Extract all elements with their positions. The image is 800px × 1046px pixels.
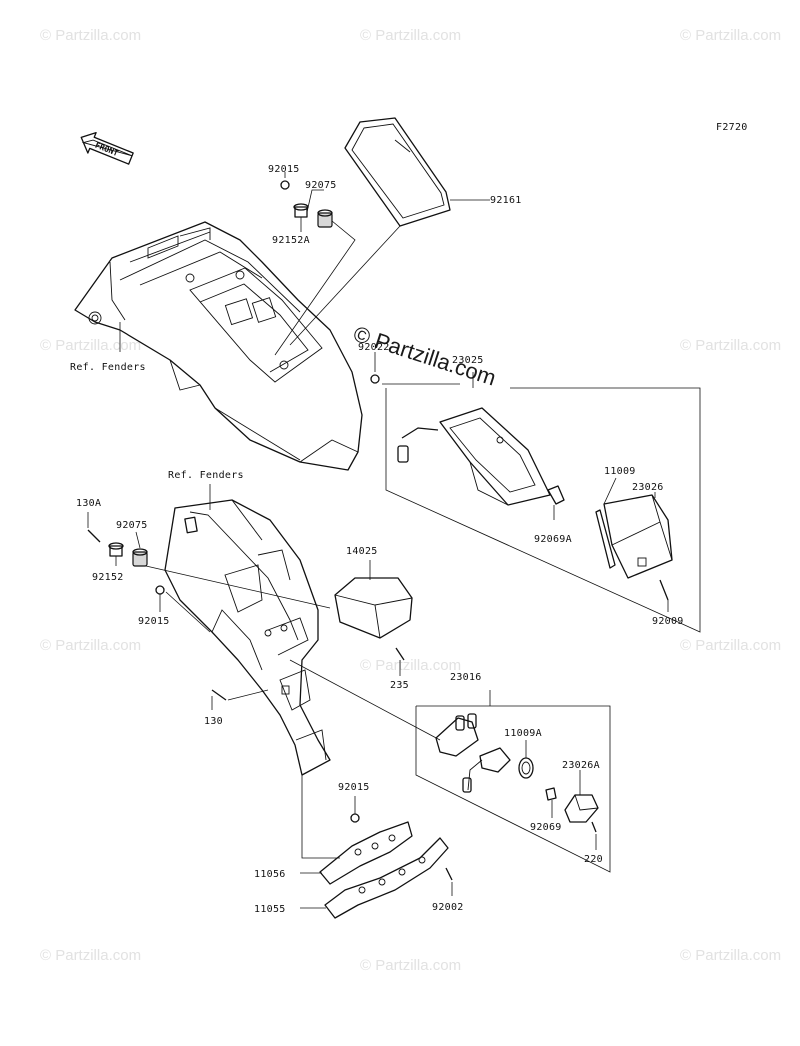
part-92015-nut-lower — [155, 585, 165, 595]
part-label: 11055 — [254, 904, 286, 915]
part-92075-grommet — [317, 209, 333, 228]
rear-fender-lower — [164, 499, 331, 776]
part-92075-grommet-lower — [132, 548, 148, 567]
part-label: 23025 — [452, 355, 484, 366]
part-label: 92015 — [138, 616, 170, 627]
part-label: 11009 — [604, 466, 636, 477]
part-label: 23026 — [632, 482, 664, 493]
part-label: 11056 — [254, 869, 286, 880]
part-92015-nut-bottom — [350, 813, 360, 823]
part-11056-bracket — [319, 821, 413, 885]
part-92022-washer — [370, 374, 380, 384]
watermark-group: © Partzilla.com © Partzilla.com © Partzi… — [40, 27, 781, 974]
part-235-screw — [395, 647, 405, 661]
watermark: © Partzilla.com — [680, 27, 781, 44]
part-label: 92075 — [305, 180, 337, 191]
watermark: © Partzilla.com — [360, 657, 461, 674]
part-label: 11009A — [504, 728, 542, 739]
part-11009-gasket — [595, 509, 616, 569]
watermark: © Partzilla.com — [360, 27, 461, 44]
leader-lines-top — [119, 172, 490, 385]
license-bracket — [300, 775, 453, 919]
part-14025-cover — [334, 577, 413, 639]
part-label: 92161 — [490, 195, 522, 206]
part-label: 130A — [76, 498, 101, 509]
watermark: © Partzilla.com — [360, 957, 461, 974]
part-92015-nut — [280, 180, 290, 190]
part-label: 23016 — [450, 672, 482, 683]
part-label: 92069 — [530, 822, 562, 833]
part-92009-screw — [659, 579, 669, 601]
front-arrow-icon: FRONT — [80, 131, 134, 165]
license-light-box — [415, 690, 611, 873]
part-label: 235 — [390, 680, 409, 691]
part-label: Ref. Fenders — [168, 470, 244, 481]
taillight-assembly-box — [385, 372, 701, 633]
watermark: © Partzilla.com — [680, 337, 781, 354]
watermark: © Partzilla.com — [680, 637, 781, 654]
part-labels: 92015 92075 92152A 92161 Ref. Fenders 92… — [70, 164, 684, 915]
leader-lines-bottom — [87, 484, 441, 741]
part-label: 130 — [204, 716, 223, 727]
rear-fender-upper — [74, 221, 363, 471]
part-label: 92152 — [92, 572, 124, 583]
part-92152-collar — [108, 542, 124, 557]
part-92069A-bulb — [547, 485, 565, 505]
part-label: 92152A — [272, 235, 310, 246]
part-label: 92022 — [358, 342, 390, 353]
part-92069-bulb — [545, 787, 557, 801]
part-label: 92009 — [652, 616, 684, 627]
watermark: © Partzilla.com — [40, 637, 141, 654]
part-11009A-gasket — [518, 757, 534, 779]
part-92002-bolt — [445, 867, 453, 881]
part-label: 92075 — [116, 520, 148, 531]
watermark: © Partzilla.com — [40, 337, 141, 354]
part-92152A-collar — [293, 203, 309, 218]
watermark: © Partzilla.com — [680, 947, 781, 964]
watermark: © Partzilla.com — [40, 27, 141, 44]
part-220-screw — [591, 821, 597, 833]
part-label: 23026A — [562, 760, 600, 771]
part-label: 14025 — [346, 546, 378, 557]
part-label: 92069A — [534, 534, 572, 545]
part-92161-cover — [344, 117, 451, 227]
part-130-bolt — [211, 689, 227, 701]
part-label: 92002 — [432, 902, 464, 913]
watermark: © Partzilla.com — [40, 947, 141, 964]
part-11055-bracket — [324, 837, 449, 919]
part-130A-bolt — [87, 529, 101, 543]
part-label: 92015 — [268, 164, 300, 175]
figure-code: F2720 — [716, 122, 748, 133]
part-label: Ref. Fenders — [70, 362, 146, 373]
part-label: 92015 — [338, 782, 370, 793]
part-label: 220 — [584, 854, 603, 865]
